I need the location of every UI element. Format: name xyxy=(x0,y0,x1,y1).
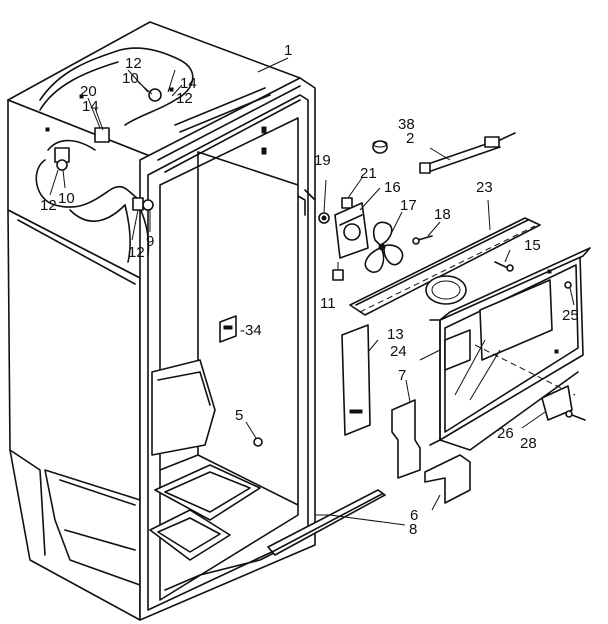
callout-12-c: 12 xyxy=(128,244,145,261)
callout-6: 6 xyxy=(410,507,418,524)
callout-8: 8 xyxy=(409,521,417,538)
callout-25: 25 xyxy=(562,307,579,324)
evaporator-panel-24 xyxy=(429,247,591,451)
callout-19: 19 xyxy=(314,152,331,169)
callout-2: 2 xyxy=(406,130,414,147)
callout-9: 9 xyxy=(146,233,154,250)
callout-16: 16 xyxy=(384,179,401,196)
callout-28: 28 xyxy=(520,435,537,452)
callout-14-b: 14 xyxy=(180,75,197,92)
callout-1: 1 xyxy=(284,42,292,59)
callout-labels: 1 2 38 19 21 16 17 18 23 15 11 13 24 25 … xyxy=(40,42,579,538)
small-parts xyxy=(219,57,586,556)
fan-motor-assembly xyxy=(318,177,441,281)
wiring-harness xyxy=(35,47,194,263)
callout-34: -34 xyxy=(240,322,262,339)
callout-23: 23 xyxy=(476,179,493,196)
callout-26: 26 xyxy=(497,425,514,442)
callout-17: 17 xyxy=(400,197,417,214)
callout-12-d: 12 xyxy=(176,90,193,107)
evaporator-duct-23 xyxy=(349,199,541,316)
callout-10-a: 10 xyxy=(122,70,139,87)
callout-13: 13 xyxy=(387,326,404,343)
part-2-heater xyxy=(372,132,516,174)
cabinet-shell xyxy=(7,21,316,621)
callout-24: 24 xyxy=(390,343,407,360)
callout-12-a: 12 xyxy=(125,55,142,72)
callout-5: 5 xyxy=(235,407,243,424)
callout-10-b: 10 xyxy=(58,190,75,207)
callout-14-a: 14 xyxy=(82,98,99,115)
callout-7: 7 xyxy=(398,367,406,384)
callout-38: 38 xyxy=(398,116,415,133)
callout-20: 20 xyxy=(80,83,97,100)
callout-15: 15 xyxy=(524,237,541,254)
callout-21: 21 xyxy=(360,165,377,182)
callout-12-b: 12 xyxy=(40,197,57,214)
callout-18: 18 xyxy=(434,206,451,223)
callout-11: 11 xyxy=(320,295,336,312)
